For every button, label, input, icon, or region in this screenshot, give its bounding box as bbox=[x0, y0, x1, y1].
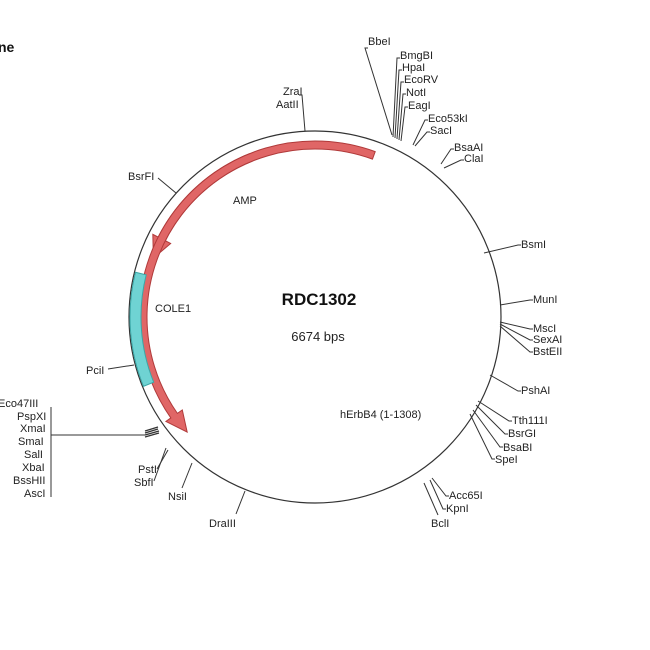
site-group-bsmi[interactable]: BsmI bbox=[483, 239, 546, 254]
site-label: BstEII bbox=[533, 346, 562, 358]
site-group-bcli[interactable]: BclI bbox=[423, 482, 449, 530]
site-label: BbeI bbox=[368, 36, 391, 48]
site-group-pcii[interactable]: PciI bbox=[86, 364, 135, 377]
site-label: AatII bbox=[276, 99, 299, 111]
site-group-nsii[interactable]: NsiI bbox=[168, 462, 193, 503]
feature-herbb4-arrow[interactable] bbox=[138, 140, 376, 434]
site-label: BclI bbox=[431, 518, 449, 530]
site-group-msci[interactable]: MscI SexAI BstEII bbox=[499, 321, 562, 358]
site-label: ZraI bbox=[283, 86, 303, 98]
site-label: SbfI bbox=[134, 477, 154, 489]
site-group-bsrfi[interactable]: BsrFI bbox=[128, 171, 177, 194]
site-label: BsrGI bbox=[508, 428, 536, 440]
site-label: BsrFI bbox=[128, 171, 154, 183]
site-label: ClaI bbox=[464, 153, 484, 165]
site-label: Eco53kI bbox=[428, 113, 468, 125]
feature-label-amp: AMP bbox=[233, 195, 257, 207]
site-label: NsiI bbox=[168, 491, 187, 503]
site-label: HpaI bbox=[402, 62, 425, 74]
site-label: MscI bbox=[533, 323, 556, 335]
site-label: MunI bbox=[533, 294, 557, 306]
site-label: BsaBI bbox=[503, 442, 532, 454]
site-label: XbaI bbox=[22, 462, 45, 474]
site-label: SacI bbox=[430, 125, 452, 137]
site-group-psti[interactable]: PstI SbfI bbox=[134, 447, 169, 489]
site-group-acc65i[interactable]: Acc65I KpnI bbox=[429, 477, 483, 515]
site-group-tth111i[interactable]: Tth111I BsrGI BsaBI SpeI bbox=[469, 400, 548, 466]
feature-label-cole1: COLE1 bbox=[155, 303, 191, 315]
plasmid-name: RDC1302 bbox=[282, 290, 357, 309]
site-label: BsmI bbox=[521, 239, 546, 251]
site-group-muni[interactable]: MunI bbox=[499, 294, 557, 306]
site-label: BsaAI bbox=[454, 142, 483, 154]
site-group-bsaai[interactable]: BsaAI ClaI bbox=[440, 142, 484, 169]
site-group-zrai[interactable]: ZraI AatII bbox=[276, 86, 306, 132]
site-label: NotI bbox=[406, 87, 426, 99]
site-label: PstI bbox=[138, 464, 157, 476]
site-label: Eco47III bbox=[0, 398, 38, 410]
site-label: SpeI bbox=[495, 454, 518, 466]
site-label: PshAI bbox=[521, 385, 550, 397]
site-label: EcoRV bbox=[404, 74, 439, 86]
site-group-eco47iii[interactable]: Eco47III PspXI XmaI SmaI SalI XbaI BssHI… bbox=[0, 398, 160, 500]
site-label: BmgBI bbox=[400, 50, 433, 62]
site-label: SalI bbox=[24, 449, 43, 461]
plasmid-backbone bbox=[128, 130, 502, 504]
site-group-eco53kI[interactable]: Eco53kI SacI bbox=[412, 113, 468, 147]
feature-cole1-block[interactable] bbox=[129, 271, 155, 387]
site-label: BssHII bbox=[13, 475, 45, 487]
site-label: Acc65I bbox=[449, 490, 483, 502]
site-label: EagI bbox=[408, 100, 431, 112]
corner-title-fragment: ne bbox=[0, 39, 15, 55]
site-group-bmgbi[interactable]: BmgBI HpaI EcoRV NotI EagI bbox=[392, 50, 439, 142]
plasmid-size: 6674 bps bbox=[291, 329, 345, 344]
site-label: KpnI bbox=[446, 503, 469, 515]
site-label: DraIII bbox=[209, 518, 236, 530]
site-label: XmaI bbox=[20, 423, 46, 435]
site-group-pshai[interactable]: PshAI bbox=[489, 374, 550, 397]
site-label: AscI bbox=[24, 488, 45, 500]
site-label: SmaI bbox=[18, 436, 44, 448]
site-label: SexAI bbox=[533, 334, 562, 346]
site-label: PciI bbox=[86, 365, 104, 377]
site-label: Tth111I bbox=[512, 415, 548, 427]
site-group-bbei[interactable]: BbeI bbox=[364, 36, 393, 136]
site-label: PspXI bbox=[17, 411, 46, 423]
site-group-draiii[interactable]: DraIII bbox=[209, 490, 246, 530]
feature-label-herbb4: hErbB4 (1-1308) bbox=[340, 409, 421, 421]
